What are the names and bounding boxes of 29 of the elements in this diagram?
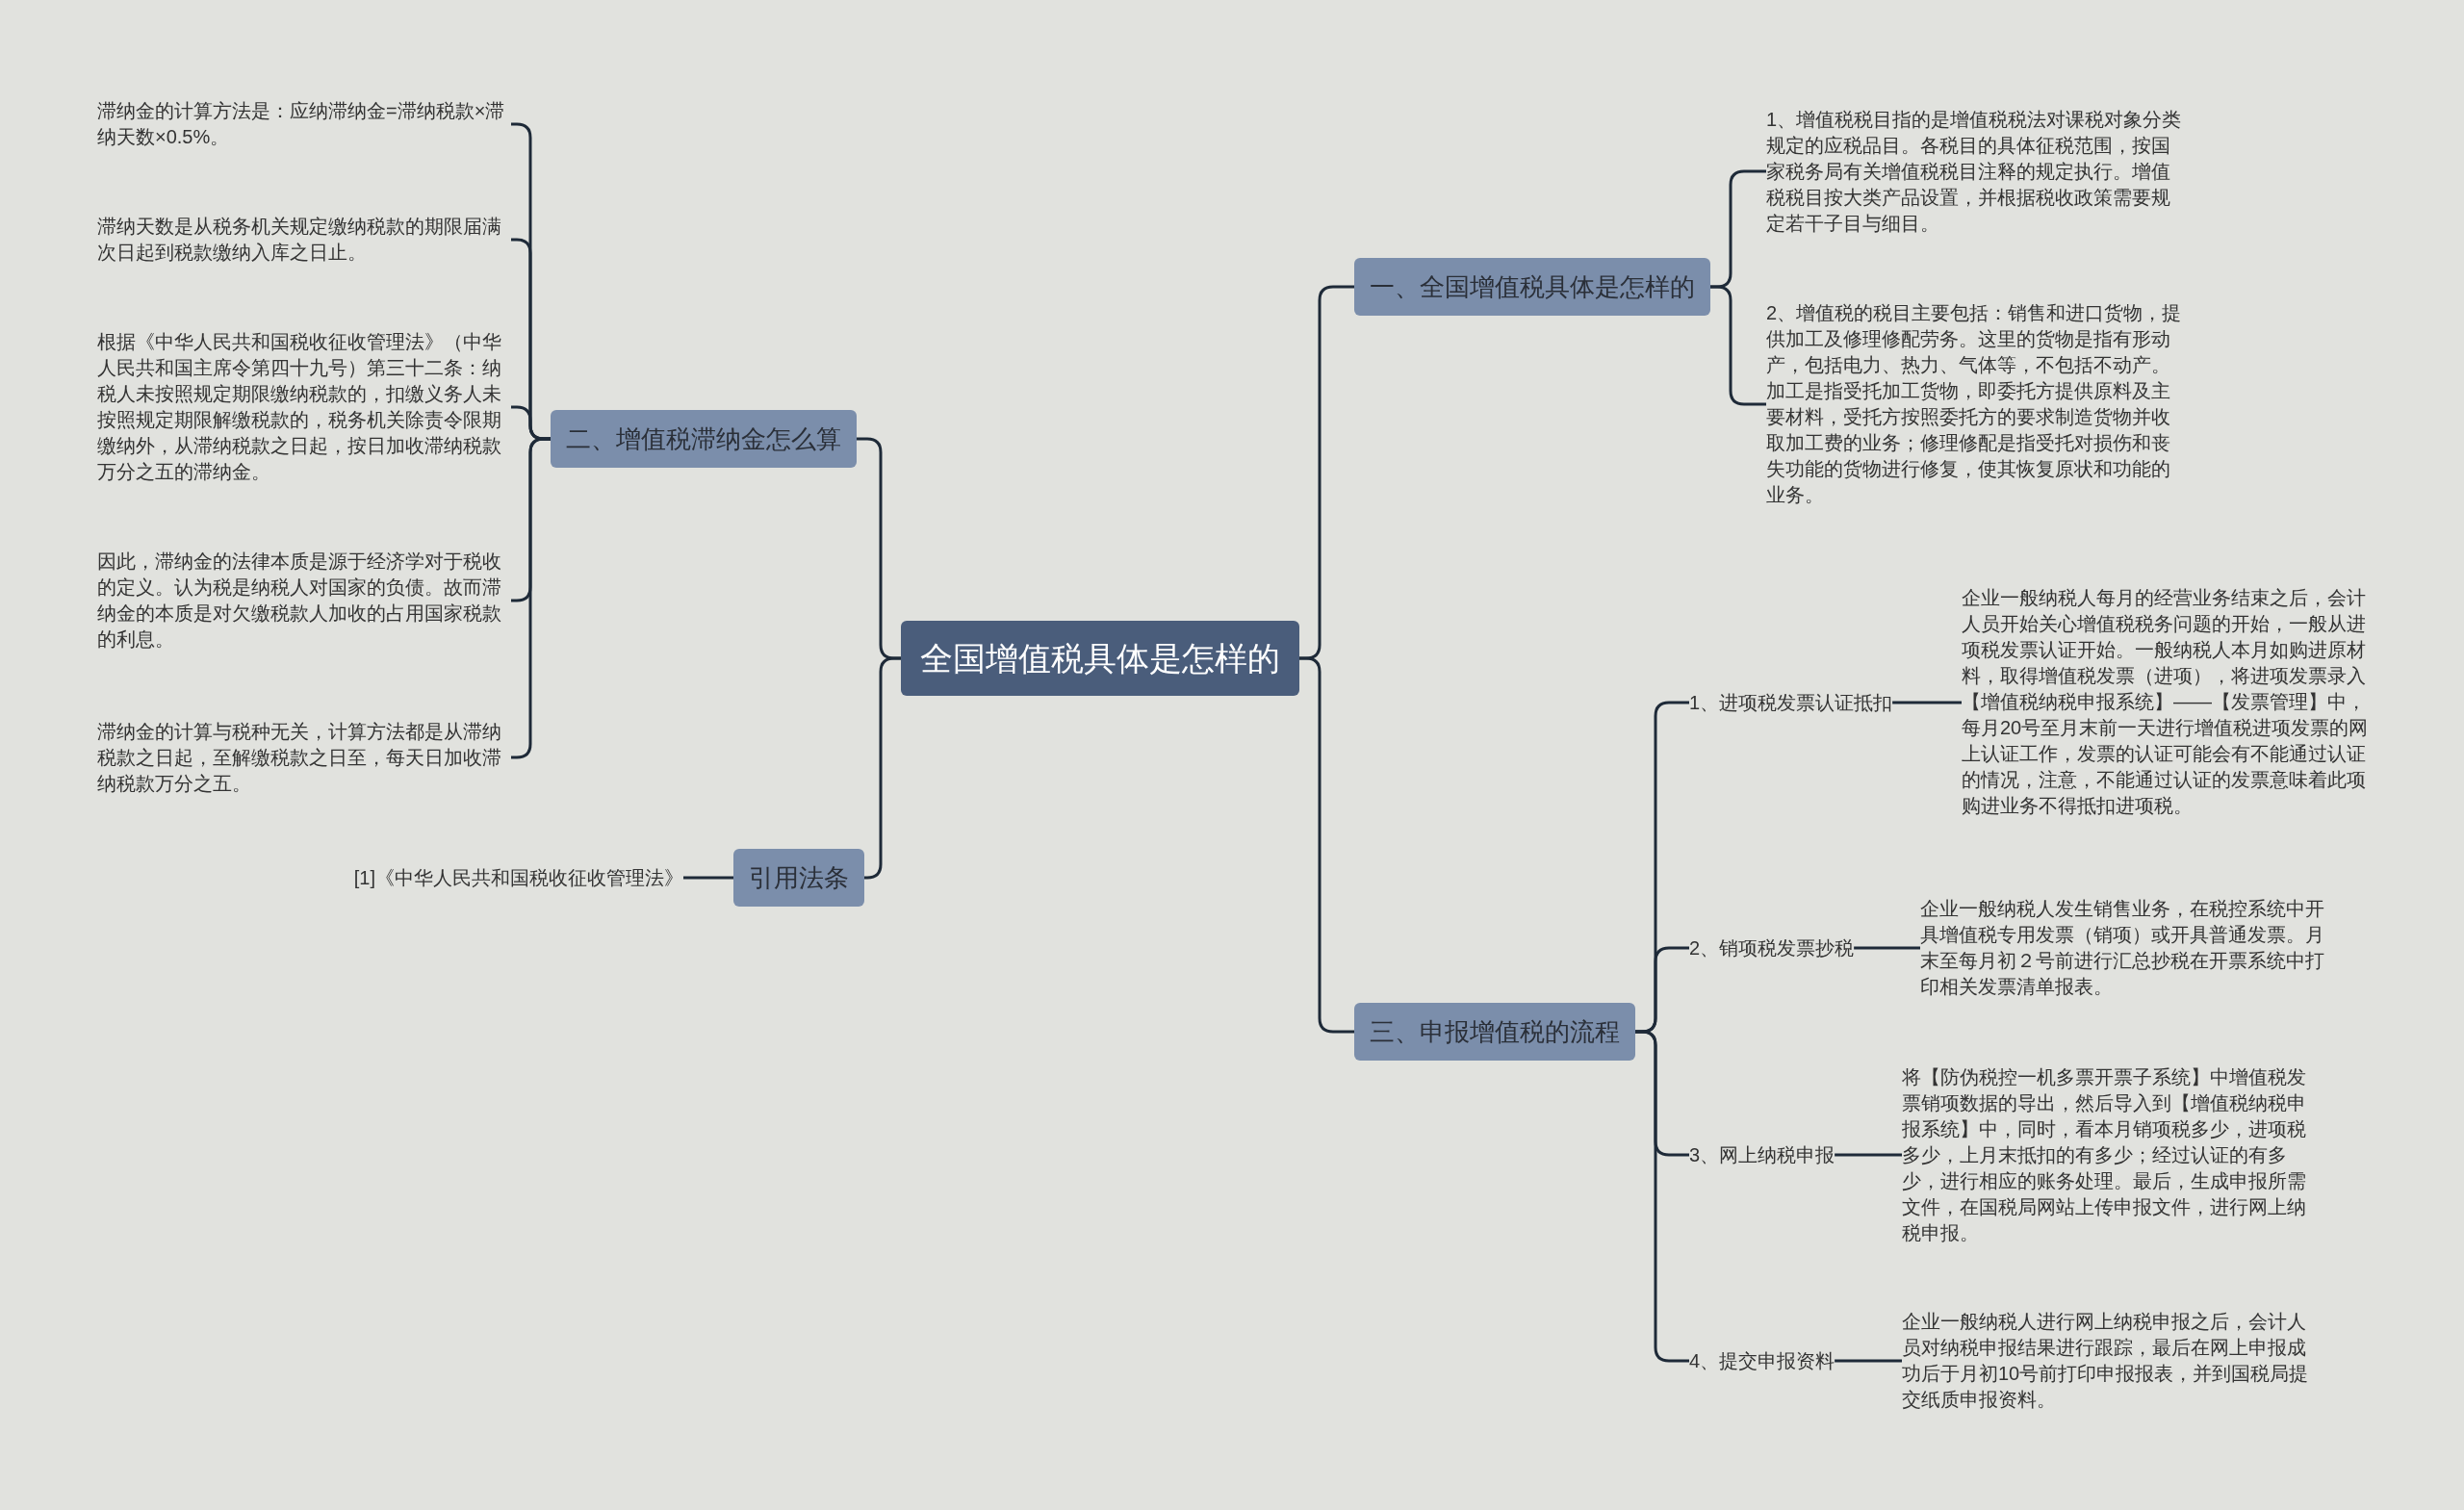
- root-topic: 全国增值税具体是怎样的: [901, 621, 1299, 696]
- topic-box: 引用法条: [733, 849, 864, 907]
- connector-line: [1854, 946, 1920, 950]
- topic-box: 三、申报增值税的流程: [1354, 1003, 1635, 1061]
- note-text: 因此，滞纳金的法律本质是源于经济学对于税收的定义。认为税是纳税人对国家的负债。故而滞纳金的本质是对欠缴税款人加收的占用国家税款的利息。: [97, 549, 511, 653]
- note-text: 滞纳金的计算与税种无关，计算方法都是从滞纳税款之日起，至解缴税款之日至，每天日加收滞纳税款万分之五。: [97, 718, 511, 797]
- note-text: 企业一般纳税人进行网上纳税申报之后，会计人员对纳税申报结果进行跟踪，最后在网上申报成功后于月初10号前打印申报报表，并到国税局提交纸质申报资料。: [1902, 1309, 2321, 1413]
- connector-line: [1299, 656, 1354, 1034]
- topic-box: 二、增值税滞纳金怎么算: [551, 410, 857, 468]
- note-text: 根据《中华人民共和国税收征收管理法》（中华人民共和国主席令第四十九号）第三十二条：纳税人未按照规定期限缴纳税款的，扣缴义务人未按照规定期限解缴税款的，税务机关除责令限期缴纳外，从滞纳税款之日起，按日加收滞纳税款万分之五的滞纳金。: [97, 329, 511, 485]
- note-text: 1、增值税税目指的是增值税税法对课税对象分类规定的应税品目。各税目的具体征税范围，按国家税务局有关增值税税目注释的规定执行。增值税税目按大类产品设置，并根据税收政策需要规定若干子目与细目。: [1766, 106, 2185, 237]
- connector-line: [683, 876, 733, 880]
- connector-line: [1635, 1030, 1689, 1363]
- subtopic-label: 2、销项税发票抄税: [1689, 934, 1855, 961]
- connector-line: [1835, 1359, 1902, 1363]
- connector-line: [1892, 701, 1962, 704]
- reference-text: [1]《中华人民共和国税收征收管理法》: [353, 864, 683, 891]
- note-text: 2、增值税的税目主要包括：销售和进口货物，提供加工及修理修配劳务。这里的货物是指有形动产，包括电力、热力、气体等，不包括不动产。加工是指受托加工货物，即委托方提供原料及主要材料，受托方按照委托方的要求制造货物并收取加工费的业务；修理修配是指受托对损伤和丧失功能的货物进行修复，使其恢复原状和功能的业务。: [1766, 300, 2185, 508]
- note-text: 企业一般纳税人发生销售业务，在税控系统中开具增值税专用发票（销项）或开具普通发票。月末至每月初２号前进行汇总抄税在开票系统中打印相关发票清单报表。: [1920, 896, 2339, 1000]
- topic-box: 一、全国增值税具体是怎样的: [1354, 258, 1710, 316]
- subtopic-label: 3、网上纳税申报: [1689, 1141, 1835, 1168]
- subtopic-label: 4、提交申报资料: [1689, 1347, 1835, 1374]
- note-text: 将【防伪税控一机多票开票子系统】中增值税发票销项数据的导出，然后导入到【增值税纳税申报系统】中，同时，看本月销项税多少，进项税多少，上月末抵扣的有多少；经过认证的有多少，进行相应的账务处理。最后，生成申报所需文件，在国税局网站上传申报文件，进行网上纳税申报。: [1902, 1063, 2321, 1246]
- note-text: 滞纳金的计算方法是：应纳滞纳金=滞纳税款×滞纳天数×0.5%。: [97, 98, 511, 150]
- note-text: 滞纳天数是从税务机关规定缴纳税款的期限届满次日起到税款缴纳入库之日止。: [97, 214, 511, 266]
- connector-line: [1835, 1153, 1902, 1157]
- connector-line: [1710, 285, 1766, 406]
- subtopic-label: 1、进项税发票认证抵扣: [1689, 689, 1893, 716]
- note-text: 企业一般纳税人每月的经营业务结束之后，会计人员开始关心增值税税务问题的开始，一般从进项税发票认证开始。一般纳税人本月如购进原材料，取得增值税发票（进项），将进项发票录入【增值税纳税申报系统】——【发票管理】中，每月20号至月末前一天进行增值税进项发票的网上认证工作，发票的认证可能会有不能通过认证的情况，注意，不能通过认证的发票意味着此项购进业务不得抵扣进项税。: [1962, 584, 2380, 819]
